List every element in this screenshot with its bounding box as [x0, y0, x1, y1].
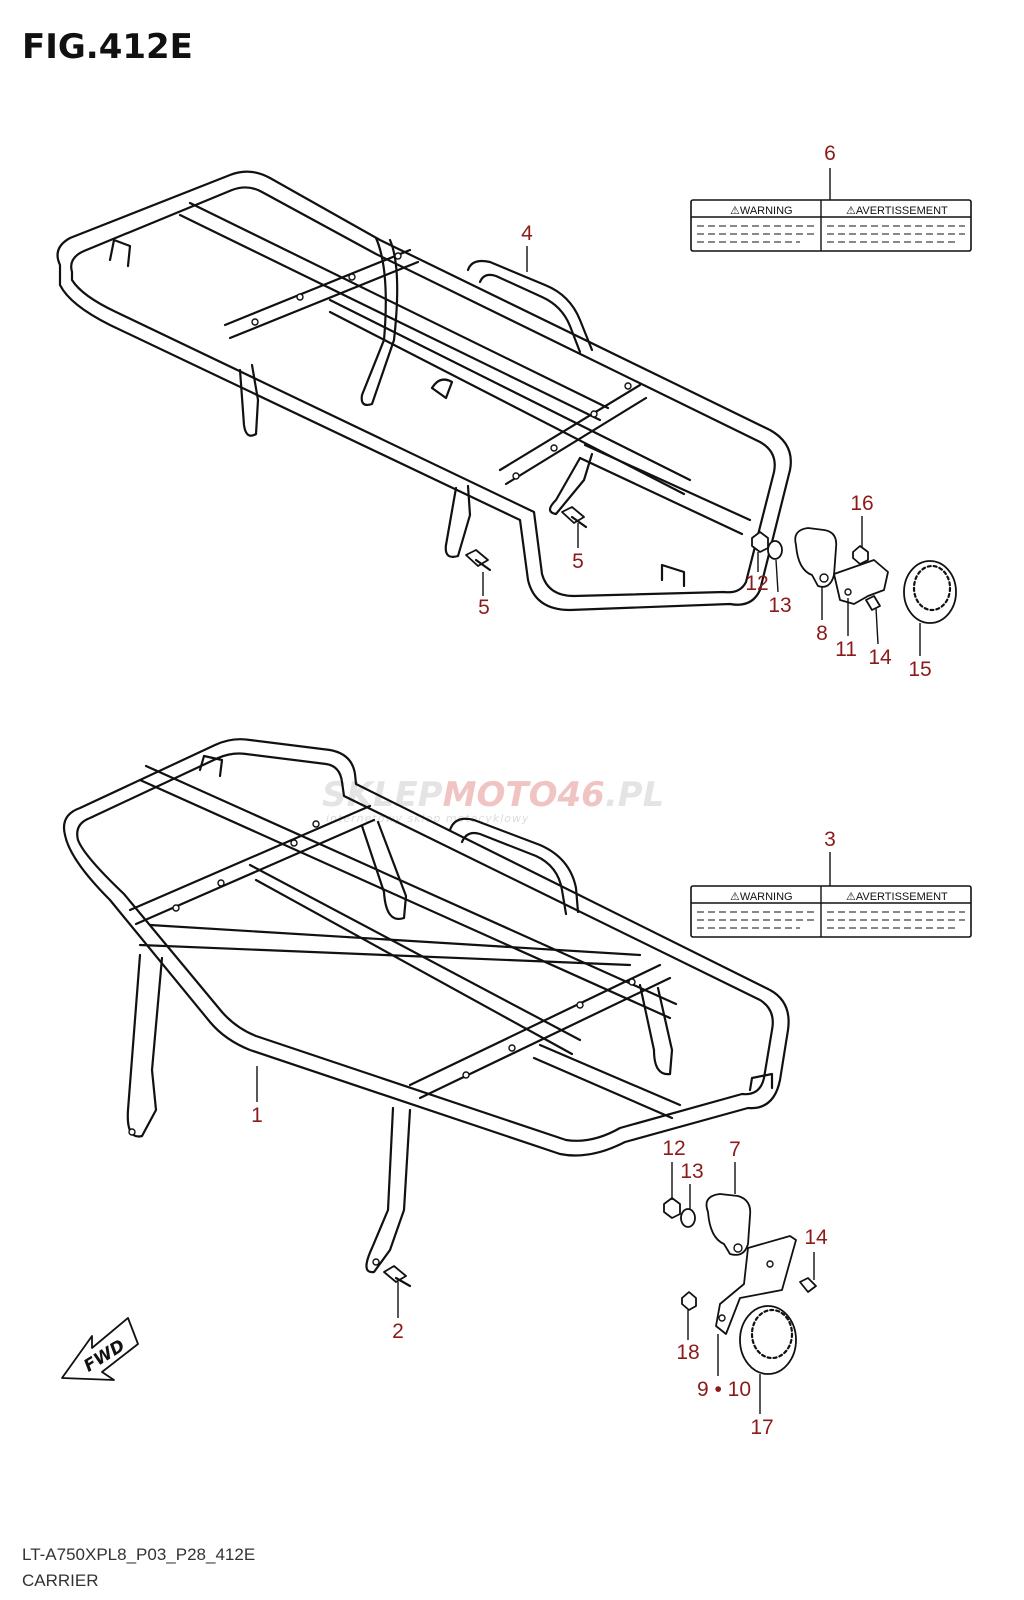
callout-4: 4 [521, 222, 533, 245]
reflector-assembly-bottom[interactable] [663, 1193, 817, 1375]
watermark: SKLEPMOTO46.PL internetowy sklep motocyk… [322, 775, 664, 825]
callout-12-bottom: 12 [662, 1137, 685, 1160]
front-carrier-frame[interactable] [62, 738, 790, 1274]
callout-13-bottom: 13 [680, 1160, 703, 1183]
fwd-arrow: FWD [61, 1317, 139, 1381]
figure-title: FIG.412E [22, 27, 193, 67]
callout-16: 16 [850, 492, 873, 515]
bolt-5-left[interactable] [465, 549, 492, 572]
callout-13-top: 13 [768, 594, 791, 617]
callout-1: 1 [251, 1104, 263, 1127]
bolt-2[interactable] [383, 1265, 412, 1288]
warning-label-6[interactable]: ⚠WARNING ⚠AVERTISSEMENT [690, 199, 972, 252]
callout-15: 15 [908, 658, 931, 681]
callout-18: 18 [676, 1341, 699, 1364]
callout-9-10: 9 • 10 [697, 1378, 751, 1401]
rear-carrier-frame[interactable] [56, 170, 792, 612]
svg-text:SKLEPMOTO46.PL: SKLEPMOTO46.PL [322, 775, 664, 815]
leader-lines [256, 168, 921, 1414]
callout-5-right: 5 [572, 550, 584, 573]
callout-8: 8 [816, 622, 828, 645]
warning-label-3[interactable]: ⚠WARNING ⚠AVERTISSEMENT [690, 885, 972, 938]
figure-name: CARRIER [22, 1571, 99, 1590]
callout-7: 7 [729, 1138, 741, 1161]
callout-6: 6 [824, 142, 836, 165]
watermark-brand-2: MOTO [443, 775, 558, 815]
callout-3: 3 [824, 828, 836, 851]
callout-2: 2 [392, 1320, 404, 1343]
callout-14-bottom: 14 [804, 1226, 828, 1249]
watermark-brand-4: .PL [605, 775, 665, 815]
watermark-brand-1: SKLEP [322, 775, 443, 815]
callout-17: 17 [750, 1416, 773, 1439]
warning-label-6-heading-left: ⚠WARNING [730, 205, 793, 217]
callout-11: 11 [835, 638, 857, 661]
callout-12-top: 12 [745, 572, 768, 595]
bolt-5-right[interactable] [561, 506, 588, 529]
warning-label-6-heading-right: ⚠AVERTISSEMENT [846, 205, 948, 217]
callout-numbers: 6 4 5 5 16 12 13 8 11 14 15 3 1 12 13 7 … [251, 142, 932, 1439]
warning-label-3-heading-right: ⚠AVERTISSEMENT [846, 891, 948, 903]
figure-code: LT-A750XPL8_P03_P28_412E [22, 1545, 255, 1564]
reflector-assembly-top[interactable] [751, 527, 957, 624]
callout-14-top: 14 [868, 646, 892, 669]
warning-label-3-heading-left: ⚠WARNING [730, 891, 793, 903]
watermark-brand-3: 46 [557, 775, 605, 815]
callout-5-left: 5 [478, 596, 490, 619]
